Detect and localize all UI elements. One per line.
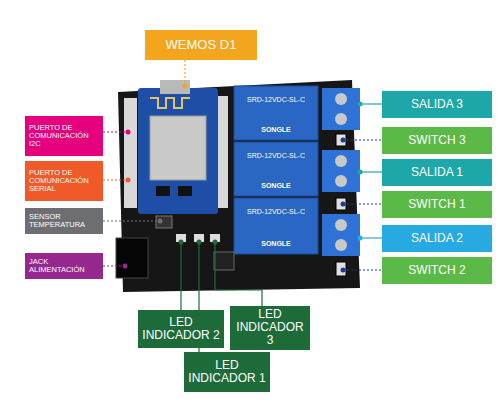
usb-port	[160, 80, 190, 94]
output-callout: SALIDA 2	[382, 225, 492, 252]
jumper-switch	[336, 262, 346, 276]
terminal-block	[322, 150, 360, 192]
terminal-screw	[335, 219, 347, 231]
relay-brand: SONGLE	[236, 182, 316, 189]
relay	[234, 142, 318, 196]
terminal-block	[322, 88, 360, 130]
leader-dot	[358, 170, 363, 175]
terminal-screw	[335, 175, 347, 187]
callout-text: SWITCH 2	[385, 264, 489, 277]
terminal-screw	[335, 239, 347, 251]
leader-line	[343, 139, 382, 140]
callout-text: LED INDICADOR 1	[187, 359, 267, 385]
leader-dot	[341, 138, 346, 143]
leader-line	[360, 171, 382, 172]
terminal-screw	[335, 93, 347, 105]
leader-dot	[213, 240, 218, 245]
led-callout: LED INDICADOR 2	[138, 310, 224, 348]
terminal-screw	[335, 113, 347, 125]
leader-dot	[123, 264, 128, 269]
leader-line	[215, 242, 262, 306]
callout-text: SALIDA 2	[385, 232, 489, 245]
leader-line	[103, 265, 125, 266]
callout-text: PUERTO DE COMUNICACIÓN I2C	[29, 124, 99, 149]
leader-line	[103, 131, 128, 132]
antenna-trace	[150, 98, 190, 108]
relay-model: SRD-12VDC-SL-C	[236, 96, 316, 103]
relay-brand: SONGLE	[236, 240, 316, 247]
relay-model: SRD-12VDC-SL-C	[236, 152, 316, 159]
chip	[156, 186, 170, 196]
leader-line	[343, 269, 382, 270]
callout-text: SWITCH 3	[385, 134, 489, 147]
switch-callout: SWITCH 2	[382, 257, 492, 284]
wemos-module	[138, 88, 218, 214]
module-callout: WEMOS D1	[145, 30, 257, 60]
leader-line	[180, 242, 181, 310]
leader-line	[103, 220, 160, 221]
leader-line	[360, 103, 382, 104]
port-callout: PUERTO DE COMUNICACIÓN I2C	[25, 116, 103, 156]
leader-dot	[197, 240, 202, 245]
terminal-block	[322, 214, 360, 256]
leader-line	[184, 60, 185, 86]
pin-header	[218, 96, 228, 208]
dc-jack	[116, 238, 148, 278]
leader-dot	[183, 84, 188, 89]
leader-dot	[158, 219, 163, 224]
leader-dot	[179, 240, 184, 245]
callout-text: SALIDA 1	[385, 166, 489, 179]
relay	[234, 86, 318, 140]
terminal-screw	[335, 155, 347, 167]
callout-text: SWITCH 1	[385, 198, 489, 211]
output-callout: SALIDA 1	[382, 159, 492, 186]
sensor-callout: SENSOR TEMPERATURA	[25, 208, 103, 234]
pcb-board	[118, 80, 360, 292]
leader-dot	[358, 236, 363, 241]
leader-line	[343, 203, 382, 204]
temp-sensor	[156, 216, 172, 228]
led-callout: LED INDICADOR 1	[184, 352, 270, 392]
callout-text: SENSOR TEMPERATURA	[29, 213, 99, 230]
relay	[234, 198, 318, 254]
leader-line	[360, 237, 382, 238]
leader-dot	[341, 268, 346, 273]
pin-header	[124, 98, 137, 208]
led-callout: LED INDICADOR 3	[230, 306, 310, 350]
relay-brand: SONGLE	[236, 126, 316, 133]
switch-callout: SWITCH 3	[382, 127, 492, 154]
power-callout: JACK ALIMENTACIÓN	[25, 253, 103, 279]
callout-text: LED INDICADOR 3	[233, 308, 307, 348]
jumper-switch	[336, 134, 346, 146]
chip	[178, 186, 192, 196]
leader-dot	[358, 102, 363, 107]
callout-text: PUERTO DE COMUNICACIÓN SERIAL	[29, 169, 99, 194]
relay-model: SRD-12VDC-SL-C	[236, 208, 316, 215]
leader-line	[103, 179, 128, 180]
port-callout: PUERTO DE COMUNICACIÓN SERIAL	[25, 161, 103, 201]
callout-text: LED INDICADOR 2	[141, 316, 221, 342]
callout-text: SALIDA 3	[385, 98, 489, 111]
esp-shield	[150, 116, 206, 180]
leader-dot	[126, 178, 131, 183]
regulator	[214, 252, 234, 270]
callout-text: WEMOS D1	[148, 38, 254, 52]
output-callout: SALIDA 3	[382, 91, 492, 118]
jumper-switch	[336, 198, 346, 210]
leader-dot	[341, 202, 346, 207]
callout-text: JACK ALIMENTACIÓN	[29, 258, 99, 275]
leader-dot	[126, 130, 131, 135]
switch-callout: SWITCH 1	[382, 191, 492, 218]
